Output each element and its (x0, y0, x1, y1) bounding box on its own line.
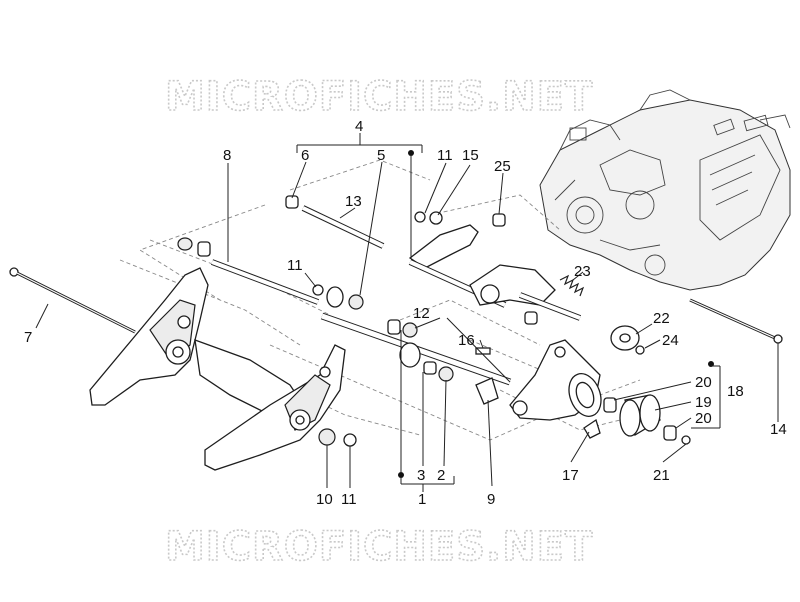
nut-17 (583, 418, 601, 439)
spring-23 (559, 274, 585, 297)
callout-8: 8 (223, 147, 231, 164)
nut-11-top (414, 211, 426, 223)
callout-20: 20 (695, 374, 712, 391)
callout-13: 13 (345, 193, 362, 210)
callout-11: 11 (287, 257, 303, 274)
washer-10 (318, 428, 336, 446)
callout-25: 25 (494, 158, 511, 175)
callout-10: 10 (316, 491, 333, 508)
watermark-top: MICROFICHES.NET (165, 74, 593, 120)
callout-9: 9 (487, 491, 495, 508)
callout-2: 2 (437, 467, 445, 484)
washer-top (429, 211, 443, 225)
callout-6: 6 (301, 147, 309, 164)
callout-19: 19 (695, 394, 712, 411)
shaft-13 (301, 205, 385, 249)
bushing-9 (475, 377, 499, 405)
lever-15 (408, 224, 582, 321)
nut-24 (635, 345, 645, 355)
callout-22: 22 (653, 310, 670, 327)
callout-7: 7 (24, 329, 32, 346)
callout-11: 11 (341, 491, 357, 508)
nut-11-mid (312, 284, 324, 296)
callout-21: 21 (653, 467, 670, 484)
callout-1: 1 (418, 491, 426, 508)
shaft-8 (210, 259, 320, 305)
bushing-6 (285, 195, 299, 209)
mount-bracket (509, 339, 602, 421)
watermark-bottom: MICROFICHES.NET (165, 524, 593, 570)
washer-left (177, 237, 193, 251)
bushing-25 (492, 213, 506, 227)
callout-11: 11 (437, 147, 453, 164)
callout-14: 14 (770, 421, 787, 438)
left-swing-arm-bracket (89, 267, 346, 471)
nut-11-bottom (343, 433, 357, 447)
washer-center (402, 322, 418, 338)
bushing-20-lower (663, 425, 677, 441)
callout-18: 18 (727, 383, 744, 400)
callout-5: 5 (377, 147, 385, 164)
bushing-left (197, 241, 211, 257)
flange-mid (326, 286, 344, 308)
callout-15: 15 (462, 147, 479, 164)
leader-lines (35, 133, 779, 492)
washer-2 (438, 366, 454, 382)
callout-4: 4 (355, 118, 363, 135)
engine-illustration (539, 89, 791, 291)
flange-center (399, 342, 421, 368)
bushing-20-upper (603, 397, 617, 413)
callout-16: 16 (458, 332, 475, 349)
callout-12: 12 (413, 305, 430, 322)
callout-23: 23 (574, 263, 591, 280)
callout-labels: 4 8 6 5 11 15 25 13 11 23 7 12 22 16 24 … (24, 118, 787, 508)
bushing-right (524, 311, 538, 325)
nut-21 (681, 435, 691, 445)
callout-24: 24 (662, 332, 679, 349)
silent-block-19 (619, 394, 661, 437)
washer-5 (348, 294, 364, 310)
long-bolt-14 (689, 298, 783, 344)
callout-3: 3 (417, 467, 425, 484)
small-parts (177, 195, 691, 447)
callout-20: 20 (695, 410, 712, 427)
long-bolt-7 (9, 267, 136, 334)
bushing-center (387, 319, 401, 335)
bushing-3 (423, 361, 437, 375)
callout-17: 17 (562, 467, 579, 484)
